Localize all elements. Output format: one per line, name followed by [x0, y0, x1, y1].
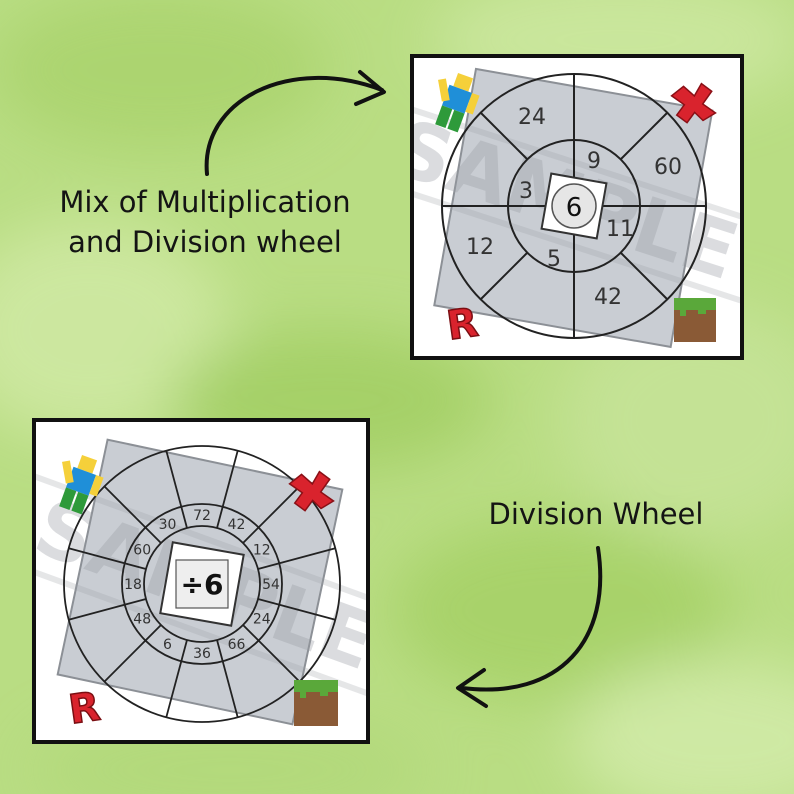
wheel-spoke	[165, 450, 188, 529]
roblox-r-logo-icon: R	[443, 299, 481, 350]
mix-outer-number: 12	[466, 235, 494, 260]
wheel-spoke	[103, 624, 162, 683]
wheel-spoke	[242, 485, 301, 544]
mix-outer-number: 42	[594, 285, 622, 310]
division-wheel-number: 48	[133, 612, 151, 628]
wheel-spoke	[216, 639, 239, 718]
svg-text:R: R	[66, 684, 103, 734]
mix-caption-line2: and Division wheel	[68, 225, 342, 259]
wheel-spoke	[257, 547, 336, 570]
wheel-spoke	[68, 598, 147, 621]
mix-wheel-drawing: SAMPLE 6 9 11	[414, 67, 740, 350]
red-x-logo-icon	[288, 470, 335, 512]
noob-figure-icon	[435, 72, 480, 133]
division-wheel-number: 30	[159, 517, 177, 533]
wheel-spoke	[257, 598, 336, 621]
mix-outer-number: 60	[654, 155, 682, 180]
mix-inner-number: 5	[547, 247, 561, 272]
mix-inner-number: 9	[587, 149, 601, 174]
mix-inner-number: 11	[606, 217, 634, 242]
division-wheel-number: 42	[228, 517, 246, 533]
svg-text:R: R	[444, 300, 481, 350]
mix-wheel-card: SAMPLE 6 9 11	[410, 54, 744, 360]
mix-caption-line1: Mix of Multiplication	[59, 185, 351, 219]
mix-center-number: 6	[566, 193, 583, 223]
mix-wheel-caption: Mix of Multiplication and Division wheel	[30, 182, 380, 262]
division-wheel-number: 60	[133, 543, 151, 559]
wheel-spoke	[216, 450, 239, 529]
mix-inner-number: 3	[519, 179, 533, 204]
wheel-spoke	[103, 485, 162, 544]
division-wheel-number: 72	[193, 508, 211, 524]
division-wheel-number: 6	[163, 637, 172, 653]
grass-block-icon	[294, 680, 338, 726]
division-wheel-number: 24	[253, 612, 271, 628]
roblox-r-logo-icon: R	[65, 683, 103, 734]
wheel-spoke	[242, 624, 301, 683]
division-wheel-number: 18	[124, 577, 142, 593]
division-wheel-caption: Division Wheel	[488, 497, 704, 531]
wheel-spoke	[165, 639, 188, 718]
red-x-logo-icon	[670, 82, 717, 124]
wheel-spoke	[68, 547, 147, 570]
grass-block-icon	[674, 298, 716, 342]
division-wheel-number: 66	[228, 637, 246, 653]
noob-figure-icon	[59, 454, 104, 515]
division-wheel-number: 12	[253, 543, 271, 559]
division-wheel-number: 36	[193, 646, 211, 662]
division-wheel-number: 54	[262, 577, 280, 593]
mix-outer-number: 24	[518, 105, 546, 130]
division-center-label: ÷6	[181, 568, 224, 601]
